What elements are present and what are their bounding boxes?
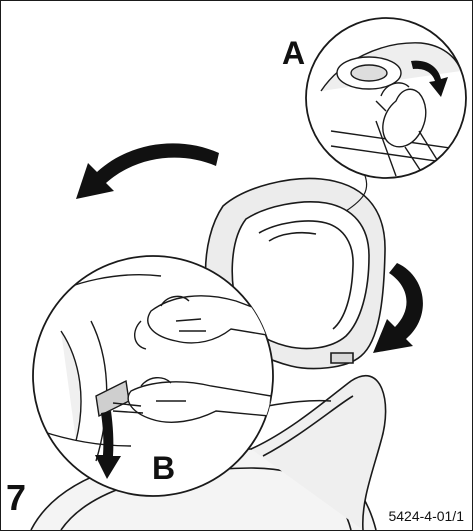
callout-label-a: A [282,37,305,69]
step-number: 7 [6,480,26,516]
callout-label-b: B [152,452,175,484]
inset-a-detail [306,18,471,179]
rotate-backward-arrow-icon [76,143,219,199]
figure-code: 5424-4-01/1 [388,509,464,523]
